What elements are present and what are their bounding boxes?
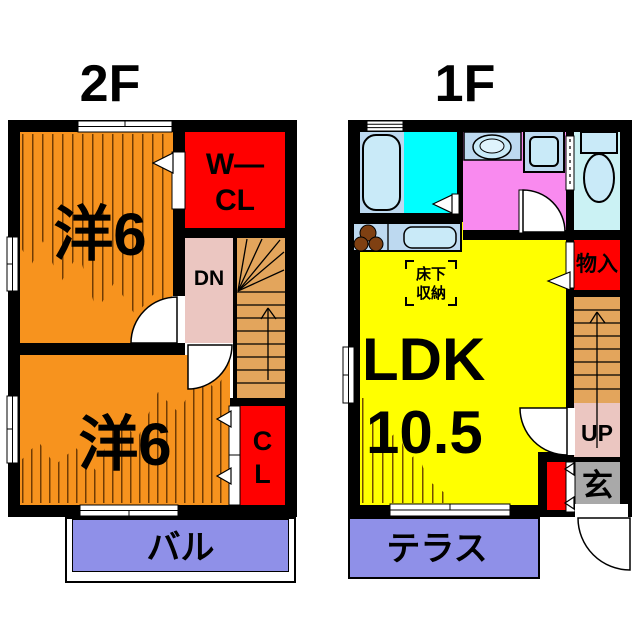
room-closet-cl	[240, 406, 285, 505]
bracket-icon	[405, 297, 414, 306]
stair-landing-dn	[185, 238, 233, 343]
ldk-label: LDK	[362, 326, 486, 393]
genkan-wall-top	[538, 452, 574, 462]
stair-label-dn: DN	[193, 267, 225, 290]
room-storage	[574, 240, 620, 290]
wcl-line2: CL	[215, 184, 255, 217]
room-label-cl: C L	[240, 425, 285, 491]
room-walk-in-closet	[185, 132, 285, 228]
bathtub	[362, 134, 401, 211]
bracket-icon	[448, 260, 457, 269]
underfloor-line1: 床下	[415, 266, 446, 283]
terrace	[348, 517, 540, 579]
room-label-bedroom-upper: 洋6	[53, 201, 147, 268]
balcony	[72, 519, 289, 572]
floor-2f-title: 2F	[79, 55, 141, 113]
door-arc	[130, 189, 631, 571]
washing-machine	[523, 130, 565, 173]
window	[6, 120, 511, 517]
stairs-1f-treads	[574, 309, 620, 448]
cl-line2: L	[254, 459, 271, 489]
stair-label-up: UP	[581, 420, 613, 446]
genkan-wall-left	[538, 452, 547, 512]
wcl-line1: W―	[205, 148, 265, 181]
genkan-label: 玄	[582, 468, 613, 503]
floor-1f-title: 1F	[434, 55, 496, 113]
door-swing-icon	[151, 152, 575, 511]
room-genkan	[575, 462, 620, 512]
storage-label: 物入	[576, 253, 618, 276]
stairs-2f-treads	[237, 238, 285, 384]
bracket-icon	[448, 297, 457, 306]
stove-burners	[353, 224, 384, 252]
balcony-label: バル	[146, 529, 215, 567]
bracket-icon	[405, 260, 414, 269]
underfloor-line2: 収納	[415, 285, 446, 302]
room-label-bedroom-lower: 洋6	[78, 411, 172, 478]
toilet	[580, 131, 618, 203]
washbasin	[463, 131, 522, 161]
room-label-wcl: W― CL	[185, 147, 285, 219]
ldk-size-label: 10.5	[366, 399, 483, 466]
kitchen-sink	[387, 224, 457, 250]
cl-line1: C	[252, 426, 273, 456]
terrace-label: テラス	[386, 530, 488, 568]
shoe-cabinet	[547, 462, 566, 510]
underfloor-storage-label: 床下 収納	[405, 260, 457, 306]
